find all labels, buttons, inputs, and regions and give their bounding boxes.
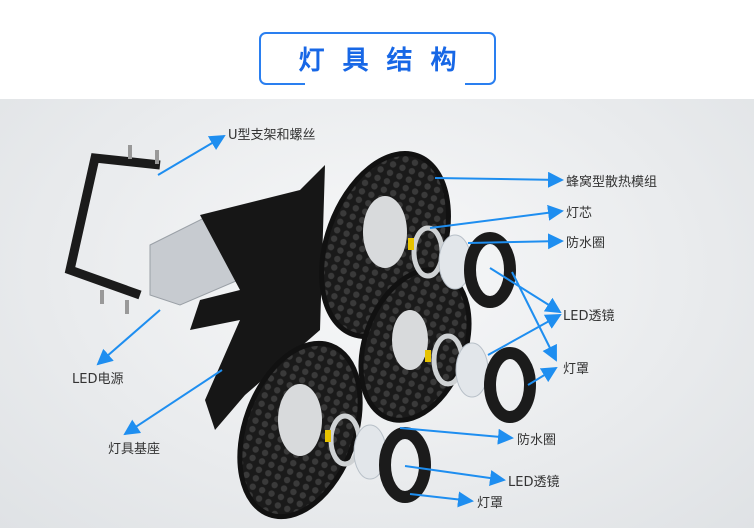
label-power: LED电源: [72, 372, 124, 387]
heatsink-modules: [237, 151, 472, 520]
label-seal-1: 防水圈: [566, 236, 606, 251]
label-lens-1: LED透镜: [563, 309, 615, 324]
seals-lenses-covers: [325, 225, 536, 503]
screws: [100, 145, 159, 314]
label-base: 灯具基座: [108, 442, 161, 457]
label-lens-2: LED透镜: [508, 475, 560, 490]
page-title: 灯具结构: [298, 46, 475, 76]
label-seal-2: 防水圈: [517, 433, 557, 448]
label-cover-1: 灯罩: [563, 362, 590, 377]
lamp-base: [190, 165, 325, 430]
title-frame-gap: [305, 80, 465, 88]
u-bracket: [64, 153, 161, 300]
callout-arrows: [96, 134, 564, 508]
label-bracket: U型支架和螺丝: [228, 128, 316, 143]
label-cover-2: 灯罩: [477, 496, 504, 511]
label-heatsink: 蜂窝型散热模组: [566, 175, 658, 190]
label-core: 灯芯: [566, 206, 593, 221]
